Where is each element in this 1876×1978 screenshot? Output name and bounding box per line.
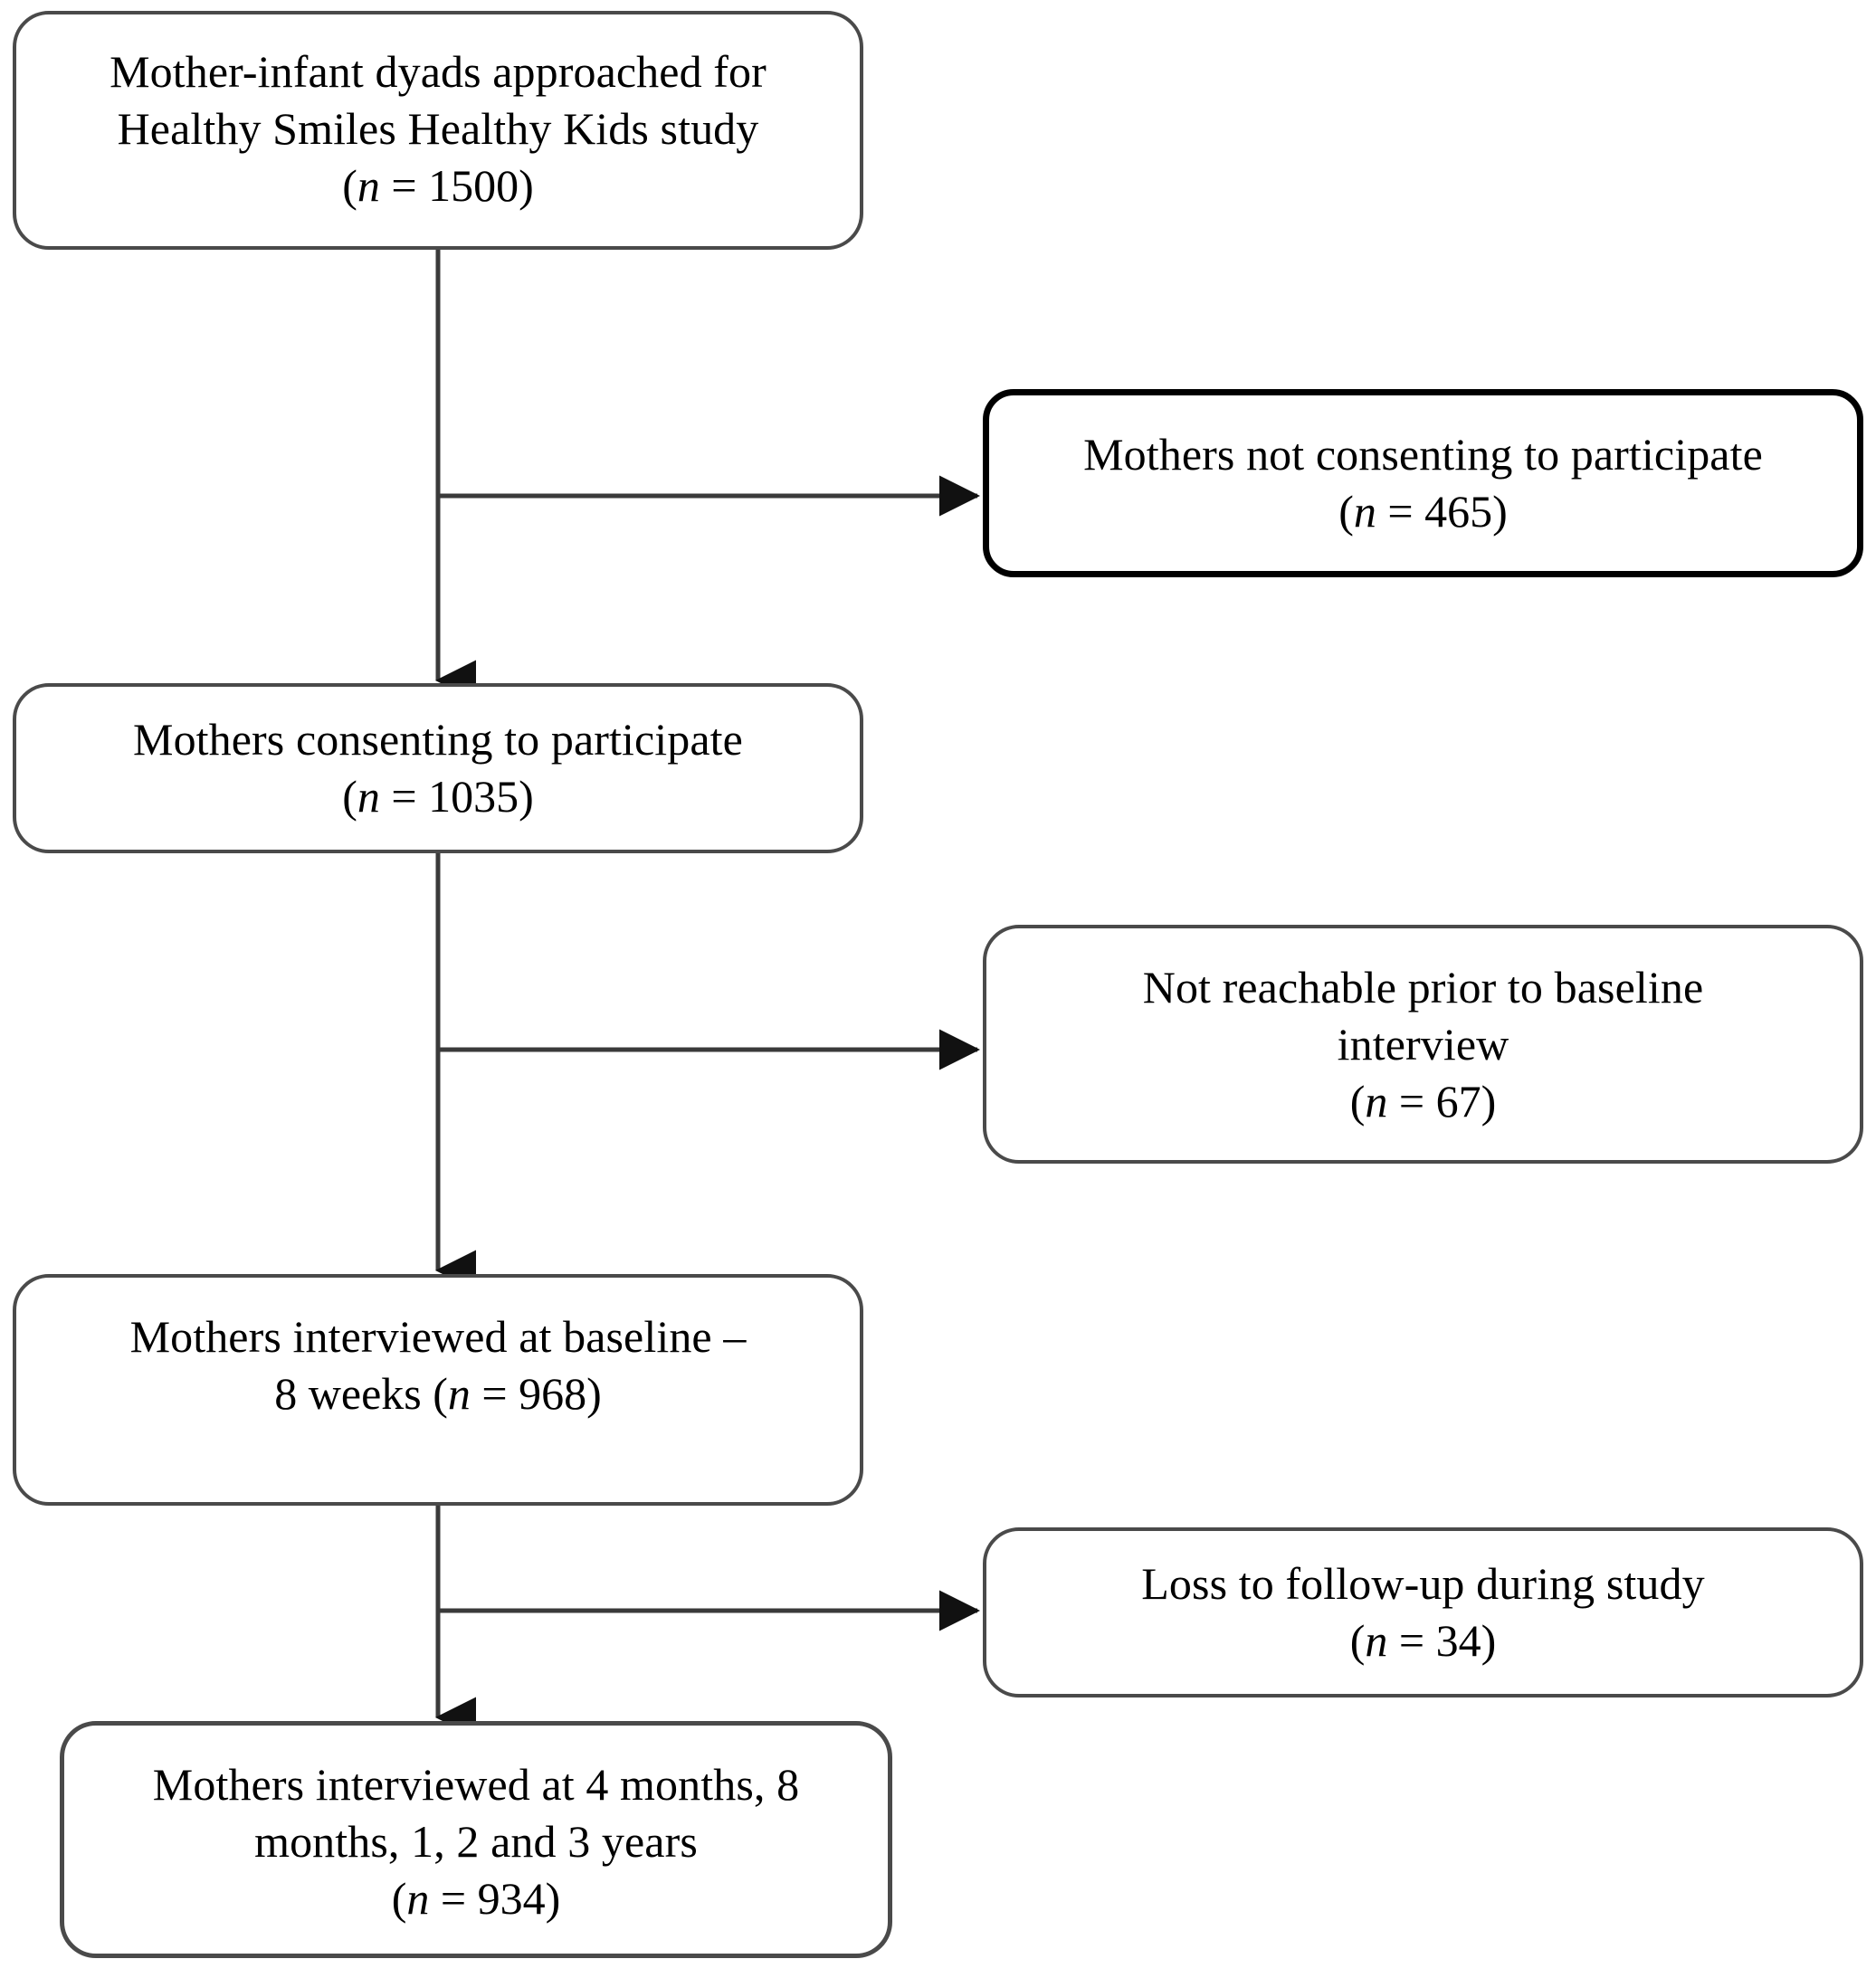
node-mothers-interviewed-baseline: Mothers interviewed at baseline – 8 week… [13, 1274, 863, 1506]
node-baseline-line2-prefix: 8 weeks [274, 1368, 433, 1419]
paren-close: ) [519, 771, 534, 822]
equals: = [1387, 1615, 1436, 1666]
node-approached-count: (n = 1500) [342, 157, 534, 214]
paren-open: ( [433, 1368, 448, 1419]
n-symbol: n [357, 160, 380, 211]
n-symbol: n [1353, 486, 1376, 537]
paren-close: ) [1481, 1615, 1497, 1666]
node-consenting-text: Mothers consenting to participate [133, 714, 743, 765]
paren-close: ) [545, 1873, 561, 1924]
equals: = [429, 1873, 478, 1924]
paren-open: ( [1338, 486, 1354, 537]
n-symbol: n [406, 1873, 430, 1924]
equals: = [1376, 486, 1425, 537]
paren-close: ) [1492, 486, 1508, 537]
node-not-reachable-count: (n = 67) [1350, 1073, 1497, 1130]
equals: = [1387, 1075, 1436, 1127]
node-followed-text: Mothers interviewed at 4 months, 8 month… [152, 1759, 800, 1867]
count-value: 1035 [428, 771, 519, 822]
paren-close: ) [1481, 1075, 1497, 1127]
count-value: 1500 [428, 160, 519, 211]
count-value: 934 [477, 1873, 546, 1924]
node-not-consenting-text: Mothers not consenting to participate [1083, 429, 1763, 480]
count-value: 968 [519, 1368, 587, 1419]
node-not-reachable-prior-baseline: Not reachable prior to baseline intervie… [983, 925, 1863, 1164]
node-consenting-count: (n = 1035) [342, 768, 534, 825]
count-value: 465 [1424, 486, 1493, 537]
paren-open: ( [1349, 1075, 1366, 1127]
paren-open: ( [1349, 1615, 1366, 1666]
node-followed-count: (n = 934) [392, 1870, 561, 1927]
paren-close: ) [519, 160, 534, 211]
paren-close: ) [586, 1368, 602, 1419]
count-value: 34 [1435, 1615, 1481, 1666]
paren-open: ( [342, 771, 357, 822]
n-symbol: n [357, 771, 380, 822]
equals: = [379, 160, 429, 211]
node-mothers-interviewed-followup: Mothers interviewed at 4 months, 8 month… [60, 1721, 892, 1958]
equals: = [470, 1368, 519, 1419]
node-not-consenting-count: (n = 465) [1338, 483, 1508, 540]
n-symbol: n [1365, 1615, 1388, 1666]
paren-open: ( [342, 160, 357, 211]
node-loss-text: Loss to follow-up during study [1141, 1558, 1705, 1609]
paren-open: ( [391, 1873, 407, 1924]
n-symbol: n [1365, 1075, 1388, 1127]
node-mothers-not-consenting: Mothers not consenting to participate (n… [983, 389, 1863, 577]
equals: = [379, 771, 429, 822]
node-loss-to-follow-up: Loss to follow-up during study (n = 34) [983, 1527, 1863, 1697]
n-symbol: n [447, 1368, 471, 1419]
node-mothers-approached: Mother-infant dyads approached for Healt… [13, 11, 863, 250]
node-not-reachable-text: Not reachable prior to baseline intervie… [1142, 961, 1704, 1070]
node-mothers-consenting: Mothers consenting to participate (n = 1… [13, 683, 863, 853]
count-value: 67 [1435, 1075, 1481, 1127]
node-loss-count: (n = 34) [1350, 1612, 1497, 1669]
node-baseline-text: Mothers interviewed at baseline – [129, 1311, 747, 1362]
node-baseline-count: 8 weeks (n = 968) [274, 1365, 601, 1422]
node-approached-text: Mother-infant dyads approached for Healt… [110, 46, 767, 154]
